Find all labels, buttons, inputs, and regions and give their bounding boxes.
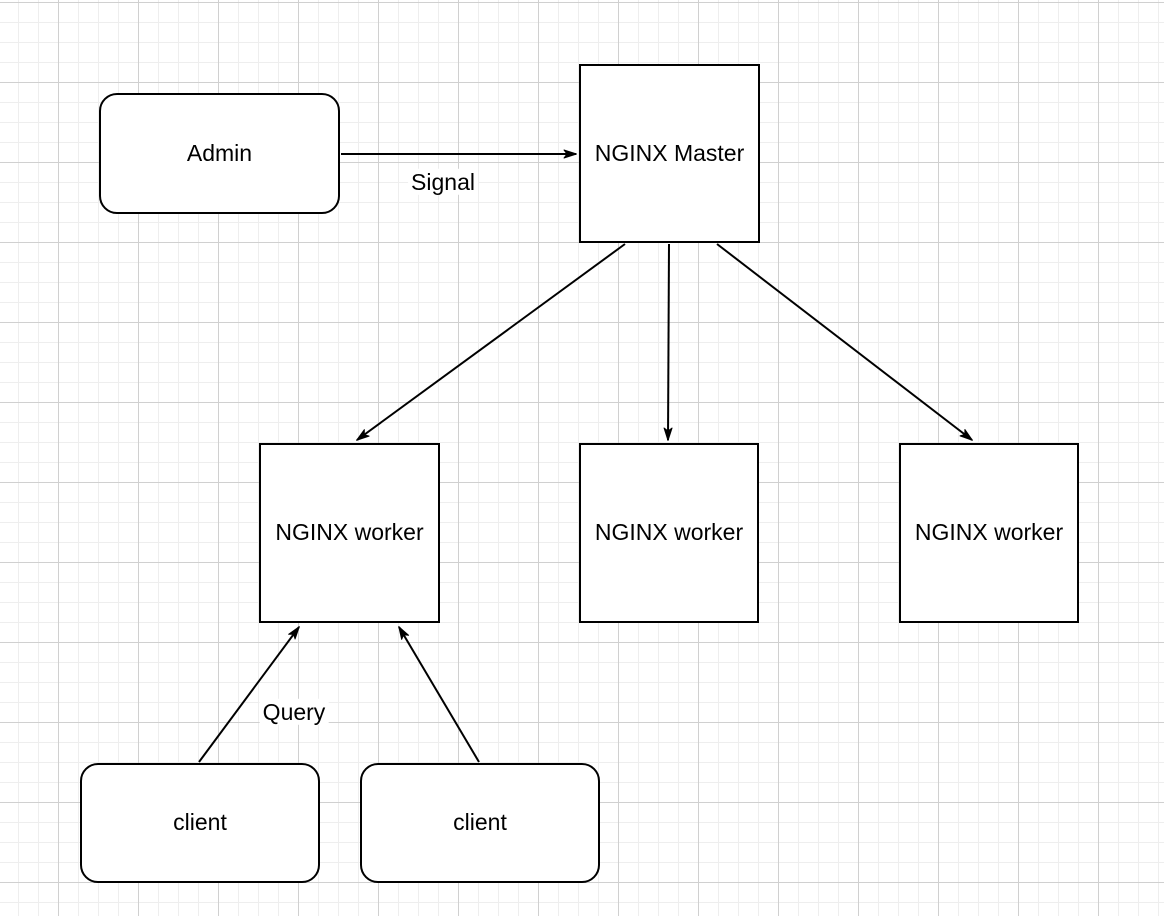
edge-client1-to-worker1[interactable]	[198, 626, 300, 763]
node-nginx-worker-3-label: NGINX worker	[914, 519, 1064, 546]
node-nginx-worker-2-label: NGINX worker	[594, 519, 744, 546]
node-nginx-worker-2[interactable]: NGINX worker	[579, 443, 759, 623]
node-nginx-worker-3[interactable]: NGINX worker	[899, 443, 1079, 623]
node-admin[interactable]: Admin	[99, 93, 340, 214]
edge-label-query: Query	[259, 698, 329, 726]
edge-master-to-worker2[interactable]	[663, 243, 673, 441]
node-client-2-label: client	[453, 809, 507, 836]
node-nginx-master[interactable]: NGINX Master	[579, 64, 760, 243]
edge-master-to-worker3[interactable]	[716, 243, 973, 441]
node-nginx-worker-1-label: NGINX worker	[275, 519, 424, 546]
node-client-1-label: client	[173, 809, 227, 836]
node-client-2[interactable]: client	[360, 763, 600, 883]
edge-label-signal: Signal	[408, 168, 478, 196]
edge-client2-to-worker1[interactable]	[398, 626, 480, 763]
node-admin-label: Admin	[186, 139, 253, 166]
node-nginx-master-label: NGINX Master	[594, 139, 745, 166]
node-nginx-worker-1[interactable]: NGINX worker	[259, 443, 440, 623]
node-client-1[interactable]: client	[80, 763, 320, 883]
edge-master-to-worker1[interactable]	[356, 243, 626, 441]
